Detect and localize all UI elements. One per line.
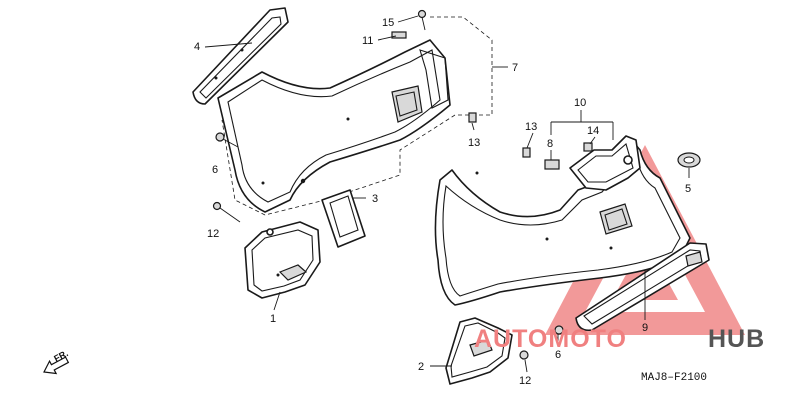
callout-12-right: 12 bbox=[519, 375, 531, 387]
callout-13-right: 13 bbox=[525, 121, 537, 133]
callout-6-left: 6 bbox=[212, 164, 218, 176]
watermark-text: AUTOMOTO HUB bbox=[474, 325, 765, 353]
clip-14-icon bbox=[583, 142, 593, 152]
callout-7: 7 bbox=[512, 62, 518, 74]
front-arrow-icon bbox=[43, 356, 70, 375]
inner-panel-part bbox=[569, 135, 641, 191]
grommet-5-icon bbox=[677, 152, 701, 168]
plate-part bbox=[321, 189, 366, 248]
bolt-6-right-icon bbox=[554, 325, 564, 335]
bolt-15-icon bbox=[417, 9, 427, 31]
upper-rail-part bbox=[192, 7, 289, 105]
clip-11-icon bbox=[391, 31, 407, 39]
watermark-word-hub: HUB bbox=[708, 325, 765, 353]
callout-2: 2 bbox=[418, 361, 424, 373]
watermark-word-auto: AUTOMOTO bbox=[474, 325, 627, 353]
callout-8: 8 bbox=[547, 138, 553, 150]
callout-14: 14 bbox=[587, 125, 599, 137]
callout-6-right: 6 bbox=[555, 349, 561, 361]
front-direction-indicator: FR. bbox=[43, 348, 70, 375]
lower-bracket-part bbox=[244, 221, 321, 299]
drawing-code: MAJ8–F2100 bbox=[641, 372, 707, 384]
lower-right-bracket bbox=[445, 317, 513, 385]
pad-8-icon bbox=[544, 159, 560, 170]
callout-3: 3 bbox=[372, 193, 378, 205]
lower-trim-strip bbox=[575, 242, 710, 332]
callout-10: 10 bbox=[574, 97, 586, 109]
callout-12-left: 12 bbox=[207, 228, 219, 240]
callout-4: 4 bbox=[194, 41, 200, 53]
callout-13-left: 13 bbox=[468, 137, 480, 149]
assembly-boundary bbox=[221, 16, 493, 216]
nut-13-icon bbox=[468, 112, 477, 123]
bolt-6-left-icon bbox=[215, 132, 239, 148]
callout-1: 1 bbox=[270, 313, 276, 325]
bolt-12-right-icon bbox=[519, 350, 529, 360]
bolt-12-left-icon bbox=[212, 201, 241, 223]
leader-lines bbox=[204, 15, 690, 373]
callout-9: 9 bbox=[642, 322, 648, 334]
upper-inner-cover bbox=[217, 39, 451, 213]
callout-5: 5 bbox=[685, 183, 691, 195]
nut-13b-icon bbox=[522, 147, 531, 158]
callout-15: 15 bbox=[382, 17, 394, 29]
callout-11: 11 bbox=[362, 35, 373, 47]
callout-labels: 1 2 3 4 5 6 6 7 8 9 10 11 12 12 13 13 14… bbox=[194, 17, 691, 387]
